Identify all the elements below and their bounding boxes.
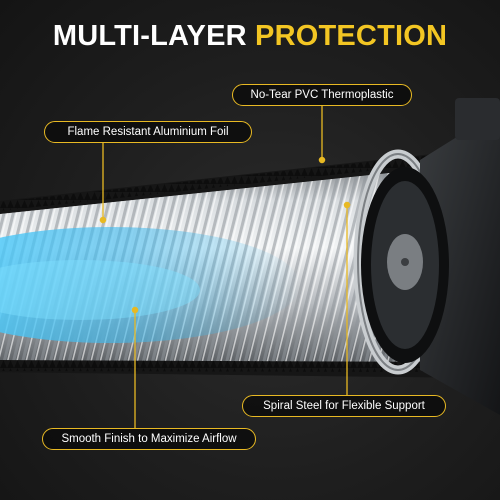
leader-lines (99, 105, 351, 428)
callout-smooth-airflow: Smooth Finish to Maximize Airflow (42, 428, 256, 450)
headline: MULTI-LAYER PROTECTION (0, 20, 500, 53)
airflow-glow (0, 227, 300, 343)
headline-part-2: PROTECTION (255, 20, 448, 52)
headline-part-1: MULTI-LAYER (52, 20, 247, 52)
callout-aluminium-foil: Flame Resistant Aluminium Foil (44, 121, 252, 143)
callout-spiral-steel: Spiral Steel for Flexible Support (242, 395, 446, 417)
fan-end (361, 98, 500, 415)
callout-pvc-thermoplastic: No-Tear PVC Thermoplastic (232, 84, 412, 106)
jacket-teeth (0, 151, 472, 372)
